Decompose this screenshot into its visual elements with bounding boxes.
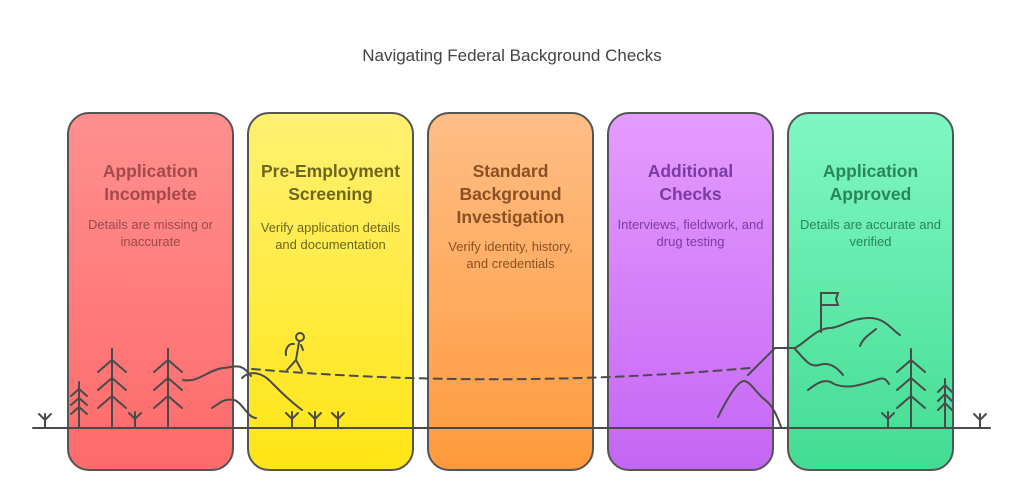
stage-description: Verify identity, history, and credential… — [448, 239, 573, 271]
diagram-title: Navigating Federal Background Checks — [362, 46, 662, 65]
grass-icon — [38, 411, 987, 429]
stage-card-application-incomplete: Application Incomplete Details are missi… — [67, 112, 234, 471]
tree-icon — [896, 348, 926, 429]
stage-card-pre-employment-screening: Pre-Employment Screening Verify applicat… — [247, 112, 414, 471]
tree-icon — [153, 348, 183, 429]
hiker-icon — [284, 332, 305, 372]
tree-icon — [70, 381, 88, 429]
stage-title: Pre-Employment Screening — [260, 161, 401, 204]
stage-description: Details are missing or inaccurate — [88, 217, 213, 249]
stage-description: Verify application details and documenta… — [260, 220, 401, 252]
tree-icon — [937, 378, 953, 429]
stage-description: Interviews, fieldwork, and drug testing — [617, 217, 764, 249]
stage-title: Additional Checks — [647, 161, 734, 204]
dashed-path — [251, 367, 751, 381]
stage-description: Details are accurate and verified — [800, 217, 941, 249]
hill-left — [182, 365, 303, 419]
stage-title: Standard Background Investigation — [456, 161, 565, 227]
stage-card-application-approved: Application Approved Details are accurat… — [787, 112, 954, 471]
mountain-right — [717, 292, 901, 428]
stage-card-standard-background-investigation: Standard Background Investigation Verify… — [427, 112, 594, 471]
tree-icon — [97, 348, 127, 429]
stage-title: Application Approved — [822, 161, 919, 204]
stage-card-additional-checks: Additional Checks Interviews, fieldwork,… — [607, 112, 774, 471]
stage-title: Application Incomplete — [102, 161, 199, 204]
